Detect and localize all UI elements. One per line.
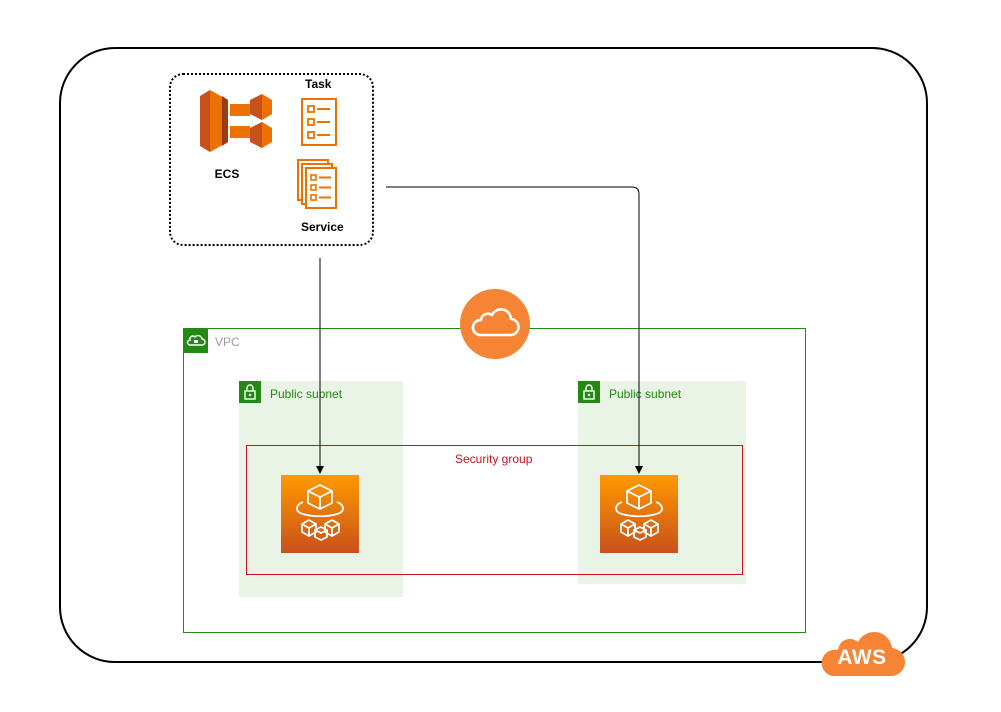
- ecs-icon: [196, 86, 274, 156]
- security-group: [246, 445, 743, 575]
- fargate-icon: [281, 475, 359, 553]
- task-definition-icon: [300, 97, 340, 149]
- lock-icon: [578, 381, 600, 403]
- public-subnet-label: Public subnet: [609, 387, 682, 401]
- aws-logo-text: AWS: [837, 646, 887, 669]
- public-subnet-label: Public subnet: [270, 387, 343, 401]
- cloud-icon: [460, 289, 530, 359]
- aws-cloud-boundary: [59, 47, 928, 663]
- vpc-label: VPC: [215, 335, 240, 349]
- arrow-service-to-fargate-right: [386, 186, 643, 474]
- security-group-label: Security group: [455, 452, 533, 466]
- fargate-icon: [600, 475, 678, 553]
- vpc-cloud-lock-icon: [184, 329, 208, 353]
- task-label: Task: [305, 77, 332, 91]
- aws-logo: AWS: [818, 622, 906, 680]
- service-icon: [296, 158, 342, 212]
- lock-icon: [239, 381, 261, 403]
- service-label: Service: [301, 220, 344, 234]
- ecs-cluster-group: [169, 73, 374, 246]
- ecs-label: ECS: [214, 167, 240, 181]
